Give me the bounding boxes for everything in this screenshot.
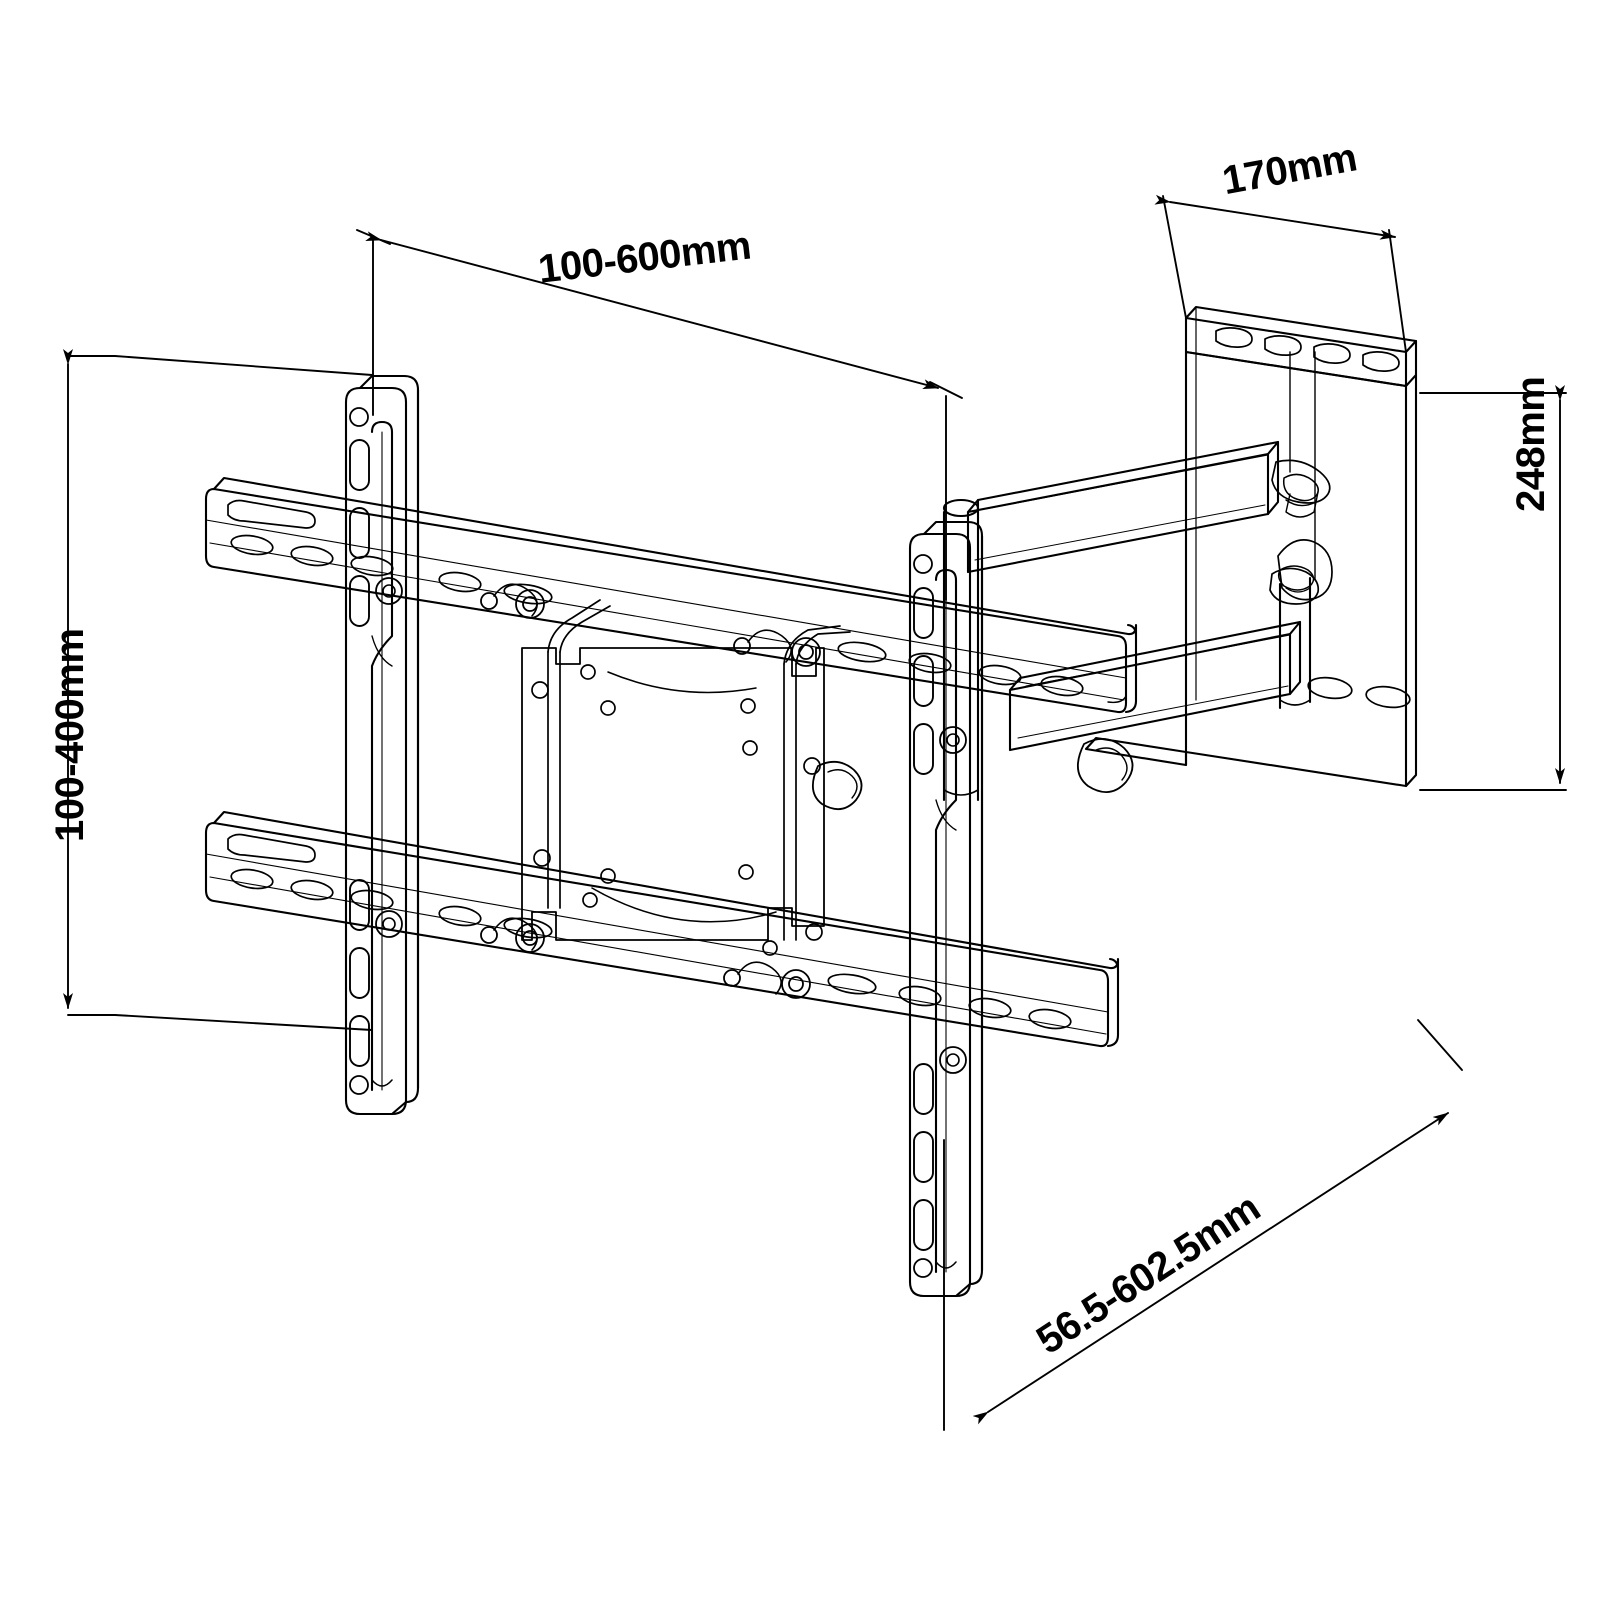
articulating-arm-upper <box>966 440 1280 574</box>
articulating-arm-lower <box>1008 620 1302 752</box>
bolt-nut-assembly-upper <box>1271 459 1331 518</box>
dimension-label-height: 100-400mm <box>48 628 92 842</box>
wall-plate <box>1084 305 1418 788</box>
vertical-tv-bracket-right <box>908 520 984 1298</box>
horizontal-rail-upper <box>204 476 1138 714</box>
center-arm-linkage <box>547 599 851 941</box>
dimension-width <box>356 229 963 601</box>
dimension-height <box>63 349 373 1031</box>
dimension-projection <box>1419 385 1567 791</box>
dimension-label-projection: 248mm <box>1509 376 1553 512</box>
pivot-cylinder-right <box>1278 351 1316 710</box>
vertical-tv-bracket-left <box>344 374 420 1116</box>
dimension-extension <box>943 1019 1463 1431</box>
dimension-depth <box>1154 194 1407 353</box>
vesa-center-plate <box>521 647 825 956</box>
horizontal-rail-lower <box>204 810 1120 1048</box>
hinge-barrel-center <box>812 760 863 810</box>
hinge-barrel-right <box>1077 738 1134 793</box>
pivot-cylinder-left <box>942 498 980 802</box>
